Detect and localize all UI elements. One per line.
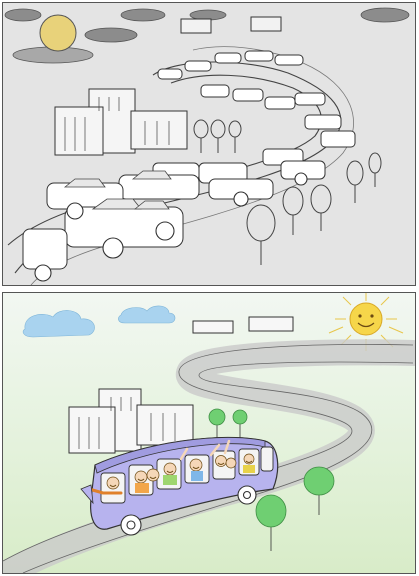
panel-bus	[2, 292, 416, 574]
apartment-buildings	[54, 88, 188, 156]
bus-wheels	[120, 485, 257, 536]
bus-scene	[3, 293, 415, 573]
bus	[80, 436, 279, 536]
traffic-jam-scene	[4, 7, 410, 285]
traffic-jam-cars	[22, 50, 356, 282]
bare-trees	[193, 119, 382, 265]
smog-clouds	[4, 7, 410, 64]
sun-icon	[39, 14, 77, 52]
green-trees	[208, 408, 335, 551]
blue-clouds	[22, 305, 176, 338]
panel-traffic-jam	[2, 2, 416, 286]
distant-buildings	[180, 16, 282, 34]
distant-buildings	[192, 316, 294, 334]
passengers	[87, 439, 255, 495]
apartment-buildings	[68, 388, 194, 454]
